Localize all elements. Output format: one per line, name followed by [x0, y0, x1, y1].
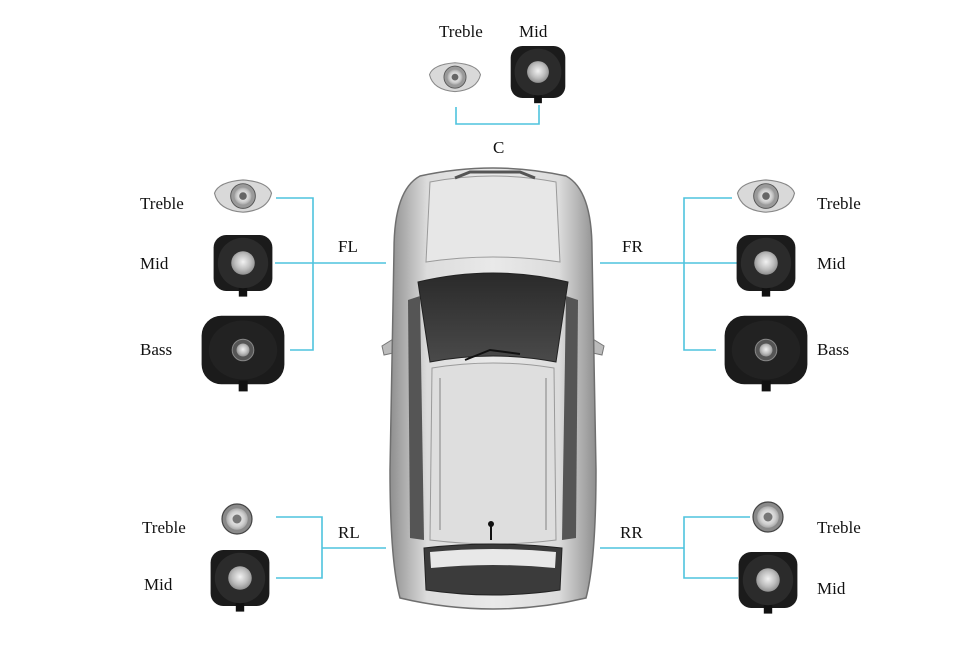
rl-tweeter-icon	[221, 503, 253, 535]
group-label-rr: RR	[620, 523, 643, 542]
group-label-fl: FL	[338, 237, 358, 256]
c-mid-label: Mid	[519, 22, 548, 41]
rl-mid-label: Mid	[144, 575, 173, 594]
fl-subwoofer-icon	[201, 315, 285, 392]
fr-bass-label: Bass	[817, 340, 850, 359]
connector-fl	[275, 197, 386, 351]
fl-midrange-speaker-icon	[213, 235, 273, 297]
car-top-view-icon	[381, 167, 605, 610]
fr-mid-label: Mid	[817, 254, 846, 273]
speaker-icons	[201, 46, 808, 614]
rl-midrange-speaker-icon	[210, 550, 270, 612]
fl-treble-label: Treble	[140, 194, 184, 213]
c-tweeter-icon	[428, 62, 482, 93]
fl-tweeter-icon	[213, 179, 273, 213]
group-label-rl: RL	[338, 523, 360, 542]
rr-treble-label: Treble	[817, 518, 861, 537]
fr-midrange-speaker-icon	[736, 235, 796, 297]
group-label-fr: FR	[622, 237, 643, 256]
c-midrange-speaker-icon	[510, 46, 566, 104]
rr-mid-label: Mid	[817, 579, 846, 598]
rr-tweeter-icon	[752, 501, 784, 533]
c-treble-label: Treble	[439, 22, 483, 41]
rl-treble-label: Treble	[142, 518, 186, 537]
fr-subwoofer-icon	[724, 315, 808, 392]
fr-treble-label: Treble	[817, 194, 861, 213]
connector-rl	[276, 516, 386, 579]
group-label-c: C	[493, 138, 505, 157]
connector-lines	[275, 105, 750, 579]
fl-mid-label: Mid	[140, 254, 169, 273]
rr-midrange-speaker-icon	[738, 552, 798, 614]
fr-tweeter-icon	[736, 179, 796, 213]
connector-c	[455, 105, 540, 125]
fl-bass-label: Bass	[140, 340, 173, 359]
connector-fr	[600, 197, 738, 351]
connector-rr	[600, 516, 750, 579]
